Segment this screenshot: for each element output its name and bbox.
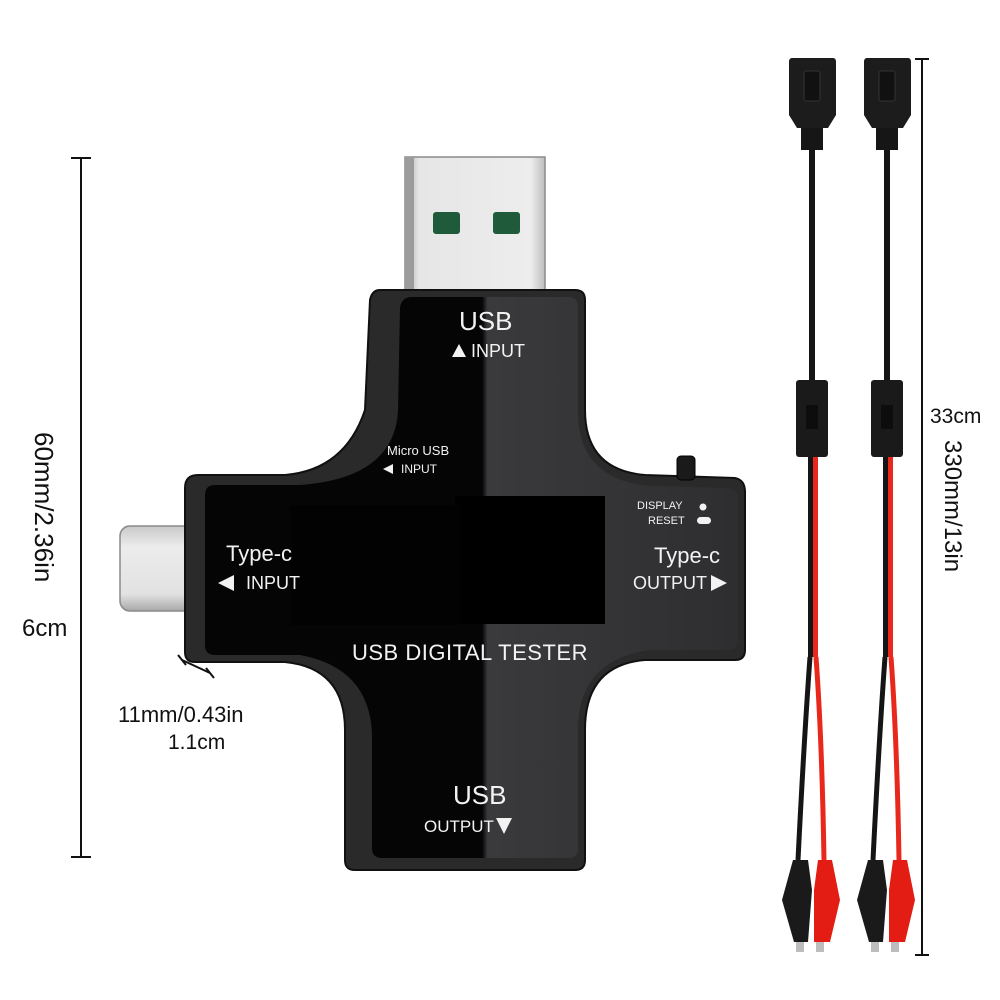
usb-tester-device: USB INPUT Micro USB INPUT Type-c INPUT D… — [119, 156, 746, 871]
test-cables — [760, 40, 920, 970]
display-label: DISPLAY — [637, 500, 683, 512]
usb-output-title: USB — [453, 780, 507, 810]
cable-2 — [857, 58, 915, 952]
typec-output-right-arrow — [711, 575, 727, 591]
thickness-dimension-marker — [177, 654, 215, 679]
height-dimension-label: 60mm/2.36in — [29, 432, 59, 583]
usb-input-up-arrow — [452, 344, 466, 357]
typec-input-label: INPUT — [246, 573, 300, 593]
test-cables-illustration — [782, 58, 915, 952]
height-dimension-line — [80, 158, 82, 858]
device-illustration — [119, 156, 746, 871]
usb-a-plug — [404, 156, 546, 298]
reset-indicator-pill — [697, 517, 711, 524]
product-name: USB DIGITAL TESTER — [352, 640, 588, 665]
micro-usb-title: Micro USB — [387, 443, 450, 458]
height-dimension-label-cm: 6cm — [22, 615, 68, 642]
cable-length-label: 330mm/13in — [939, 440, 966, 573]
typec-output-label: OUTPUT — [633, 573, 707, 593]
cable-length-line — [921, 58, 923, 955]
micro-usb-input-left-arrow — [383, 464, 393, 474]
display-indicator-dot — [699, 503, 707, 511]
thickness-dimension-label-cm: 1.1cm — [168, 731, 226, 754]
micro-usb-input-label: INPUT — [401, 462, 437, 476]
usb-output-label: OUTPUT — [424, 817, 494, 836]
typec-input-left-arrow — [218, 575, 234, 591]
reset-label: RESET — [648, 515, 685, 527]
typec-input-title: Type-c — [226, 541, 293, 566]
usb-input-title: USB — [459, 306, 513, 336]
display-reset-button — [676, 455, 696, 481]
usb-contact-left — [433, 212, 460, 234]
usb-input-label: INPUT — [471, 341, 525, 361]
usb-contact-right — [493, 212, 520, 234]
cable-1-black-clip — [782, 860, 812, 942]
height-dimension-bottom-cap — [71, 856, 91, 858]
typec-output-title: Type-c — [654, 543, 721, 568]
cable-1-red-clip — [814, 860, 840, 942]
lcd-screen-dark-left — [290, 505, 460, 625]
lcd-screen — [455, 496, 605, 624]
thickness-dimension-label: 11mm/0.43in — [118, 702, 244, 727]
cable-length-label-cm: 33cm — [930, 405, 982, 428]
cable-2-black-clip — [857, 860, 887, 942]
cable-2-red-clip — [889, 860, 915, 942]
usb-output-down-arrow — [496, 818, 512, 834]
cable-length-bottom-cap — [915, 954, 929, 956]
cable-1 — [782, 58, 840, 952]
